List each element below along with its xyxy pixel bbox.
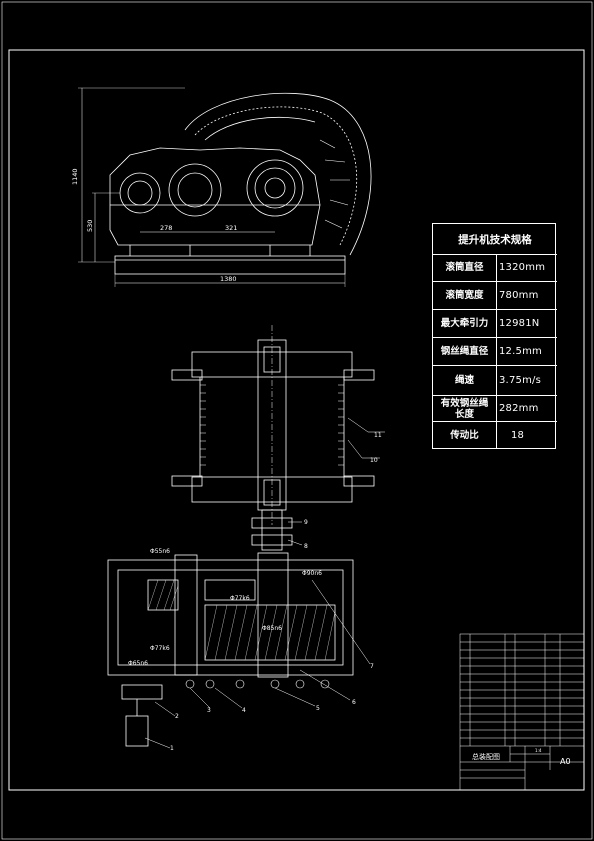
title-block-scale: 1:4 bbox=[535, 748, 542, 753]
spec-row-max-traction: 最大牵引力 12981N bbox=[433, 310, 557, 338]
part-label-8: 8 bbox=[304, 543, 308, 550]
spec-key: 滚筒直径 bbox=[433, 254, 497, 281]
spec-table: 提升机技术规格 滚筒直径 1320mm 滚筒宽度 780mm 最大牵引力 129… bbox=[432, 223, 557, 449]
fit-85n6: Φ85n6 bbox=[262, 625, 282, 632]
part-label-11: 11 bbox=[374, 432, 382, 439]
dim-center-distance-1: 278 bbox=[160, 224, 172, 232]
part-label-1: 1 bbox=[170, 745, 174, 752]
spec-value: 282mm bbox=[499, 403, 539, 414]
spec-value: 1320mm bbox=[499, 262, 546, 273]
spec-key: 滚筒宽度 bbox=[433, 282, 497, 309]
fit-65n6: Φ65n6 bbox=[128, 660, 148, 667]
spec-key: 钢丝绳直径 bbox=[433, 338, 497, 365]
spec-key: 有效钢丝绳长度 bbox=[433, 396, 497, 421]
spec-value: 780mm bbox=[499, 290, 539, 301]
title-block-drawing-name: 总装配图 bbox=[472, 752, 500, 761]
fit-90n6: Φ90n6 bbox=[302, 570, 322, 577]
fit-77k6-upper: Φ77k6 bbox=[230, 595, 250, 602]
spec-key: 绳速 bbox=[433, 366, 497, 395]
spec-row-drum-width: 滚筒宽度 780mm bbox=[433, 282, 557, 310]
dim-height-total: 1140 bbox=[71, 168, 79, 185]
spec-row-drum-diameter: 滚筒直径 1320mm bbox=[433, 254, 557, 282]
title-block-sheet-size: A0 bbox=[560, 757, 571, 766]
part-label-9: 9 bbox=[304, 519, 308, 526]
part-label-3: 3 bbox=[207, 707, 211, 714]
part-label-10: 10 bbox=[370, 457, 378, 464]
fit-55n6: Φ55n6 bbox=[150, 548, 170, 555]
gearbox-plan-view bbox=[107, 552, 371, 749]
part-label-2: 2 bbox=[175, 713, 179, 720]
spec-value: 12.5mm bbox=[499, 346, 542, 357]
dim-height-axis: 530 bbox=[86, 220, 94, 232]
dim-center-distance-2: 321 bbox=[225, 224, 237, 232]
spec-row-ratio: 传动比 18 bbox=[433, 422, 557, 448]
part-label-5: 5 bbox=[316, 705, 320, 712]
part-label-4: 4 bbox=[242, 707, 246, 714]
spec-key: 传动比 bbox=[433, 422, 497, 448]
spec-key: 最大牵引力 bbox=[433, 310, 497, 337]
drum-section-view bbox=[171, 325, 385, 525]
gearbox-elevation-view bbox=[78, 87, 372, 287]
bill-of-materials bbox=[459, 633, 585, 791]
spec-row-rope-speed: 绳速 3.75m/s bbox=[433, 366, 557, 396]
spec-table-title: 提升机技术规格 bbox=[433, 224, 557, 255]
dim-width-total: 1380 bbox=[220, 275, 237, 283]
spec-value: 12981N bbox=[499, 318, 540, 329]
spec-row-rope-length: 有效钢丝绳长度 282mm bbox=[433, 396, 557, 422]
spec-row-rope-diameter: 钢丝绳直径 12.5mm bbox=[433, 338, 557, 366]
spec-value: 18 bbox=[511, 429, 525, 441]
spec-value: 3.75m/s bbox=[499, 375, 541, 386]
part-label-7: 7 bbox=[370, 663, 374, 670]
fit-77k6-lower: Φ77k6 bbox=[150, 645, 170, 652]
part-label-6: 6 bbox=[352, 699, 356, 706]
coupling-assembly bbox=[251, 509, 303, 551]
sheet-border-inner bbox=[8, 49, 585, 791]
